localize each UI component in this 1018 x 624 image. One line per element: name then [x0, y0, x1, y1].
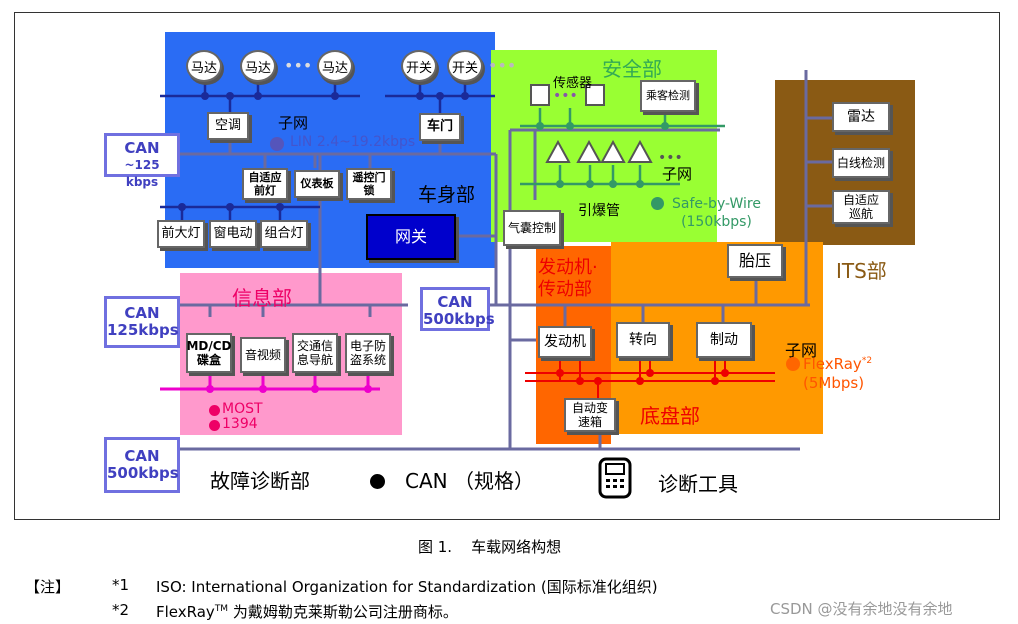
diag-section-label: 故障诊断部: [210, 469, 310, 493]
anti-theft-box: 电子防 盗系统: [345, 333, 391, 373]
lin-label: LIN 2.4~19.2kbps: [290, 134, 416, 150]
can-label-powertrain-b: 500kbps: [423, 310, 495, 328]
notes-label: 【注】: [25, 578, 71, 596]
igniter-icon-2: [576, 139, 602, 164]
chassis-subnet-label: 子网: [785, 341, 818, 360]
watermark: CSDN @没有余地没有余地: [770, 600, 953, 618]
ieee1394-label: 1394: [222, 416, 258, 432]
can-label-body-a: CAN: [124, 139, 160, 157]
can-label-body: CAN~125 kbps: [104, 133, 180, 189]
most-label: MOST: [222, 401, 263, 417]
can-label-diag-a: CAN: [124, 447, 160, 465]
engine-box: 发动机: [538, 326, 592, 358]
switch-oval-2: 开关: [447, 50, 483, 82]
motor-oval-2: 马达: [240, 50, 276, 82]
flexray-sup: *2: [861, 356, 873, 366]
can-label-body-b: ~125 kbps: [124, 158, 160, 189]
body-title: 车身部: [418, 184, 476, 206]
ac-box: 空调: [207, 112, 249, 140]
nav-box: 交通信 息导航: [292, 333, 338, 373]
gearbox-box: 自动变 速箱: [564, 398, 616, 432]
switch-ellipsis: •••: [488, 56, 517, 75]
engine-title: 发动机· 传动部: [538, 257, 598, 300]
passenger-detect-box: 乘客检测: [640, 80, 696, 112]
igniter-icon-1: [545, 139, 571, 164]
note-2-flexray: FlexRay: [156, 603, 215, 621]
lin-dot: [270, 137, 284, 151]
motor-oval-1: 马达: [186, 50, 222, 82]
dashboard-box: 仪表板: [294, 170, 340, 198]
sensor-icon-1: [530, 84, 550, 106]
sensor-icon-2: [585, 84, 605, 106]
ieee1394-dot: [209, 420, 220, 431]
note-2-text: FlexRayTM 为戴姆勒克莱斯勒公司注册商标。: [156, 601, 458, 622]
igniter-icon-4: [627, 139, 653, 164]
safe-wire-label: Safe-by-Wire (150kbps): [672, 196, 761, 230]
lane-detect-box: 白线检测: [832, 148, 890, 178]
flexray-name: FlexRay: [803, 355, 862, 373]
adaptive-light-box: 自适应 前灯: [242, 168, 288, 200]
flexray-speed-label: (5Mbps): [803, 374, 865, 392]
body-subnet-label: 子网: [278, 114, 309, 132]
airbag-control-box: 气囊控制: [503, 210, 561, 246]
can-label-info-a: CAN: [124, 304, 160, 322]
diagnostic-tool-icon: [598, 457, 632, 499]
its-title: ITS部: [836, 259, 887, 283]
note-2-rest: 为戴姆勒克莱斯勒公司注册商标。: [228, 603, 458, 621]
note-2-tm: TM: [214, 604, 229, 614]
diagram-frame: [14, 12, 1000, 520]
chassis-title: 底盘部: [640, 404, 700, 428]
gateway-box: 网关: [366, 214, 456, 260]
window-box: 窗电动: [209, 220, 257, 248]
note-2-mark: *2: [112, 601, 130, 619]
most-dot: [209, 405, 220, 416]
brake-box: 制动: [696, 322, 752, 358]
note-1-text: ISO: International Organization for Stan…: [156, 578, 658, 596]
can-legend-label: CAN （规格）: [405, 469, 534, 493]
md-cd-box: MD/CD 碟盒: [186, 333, 232, 373]
steering-box: 转向: [616, 322, 670, 358]
igniter-ellipsis: •••: [658, 150, 683, 166]
can-label-info-b: 125kbps: [107, 321, 179, 339]
flexray-dot: [786, 357, 800, 371]
note-1-mark: *1: [112, 576, 130, 594]
flexray-label: FlexRay*2: [803, 355, 872, 373]
switch-oval-1: 开关: [401, 50, 437, 82]
remote-lock-box: 遥控门 锁: [346, 168, 392, 200]
motor-ellipsis: •••: [284, 56, 313, 75]
motor-oval-3: 马达: [317, 50, 353, 82]
info-title: 信息部: [232, 286, 292, 310]
av-box: 音视频: [240, 337, 286, 373]
can-label-diag-b: 500kbps: [107, 464, 179, 482]
radar-box: 雷达: [832, 102, 890, 132]
igniter-icon-3: [600, 139, 626, 164]
safe-wire-dot: [651, 197, 664, 210]
can-label-powertrain-a: CAN: [437, 293, 473, 311]
door-box: 车门: [419, 113, 461, 141]
sensor-label: 传感器: [553, 76, 593, 91]
sensor-ellipsis: •••: [553, 88, 578, 104]
safety-title: 安全部: [602, 57, 662, 81]
igniter-label: 引爆管: [578, 203, 620, 219]
combo-light-box: 组合灯: [260, 220, 308, 248]
can-legend-dot: [370, 474, 385, 489]
figure-caption: 图 1. 车载网络构想: [418, 538, 562, 556]
safety-subnet-label: 子网: [662, 165, 693, 183]
headlight-box: 前大灯: [157, 220, 205, 248]
diag-tool-label: 诊断工具: [658, 472, 738, 496]
tire-pressure-box: 胎压: [727, 244, 783, 278]
acc-box: 自适应 巡航: [832, 190, 890, 224]
